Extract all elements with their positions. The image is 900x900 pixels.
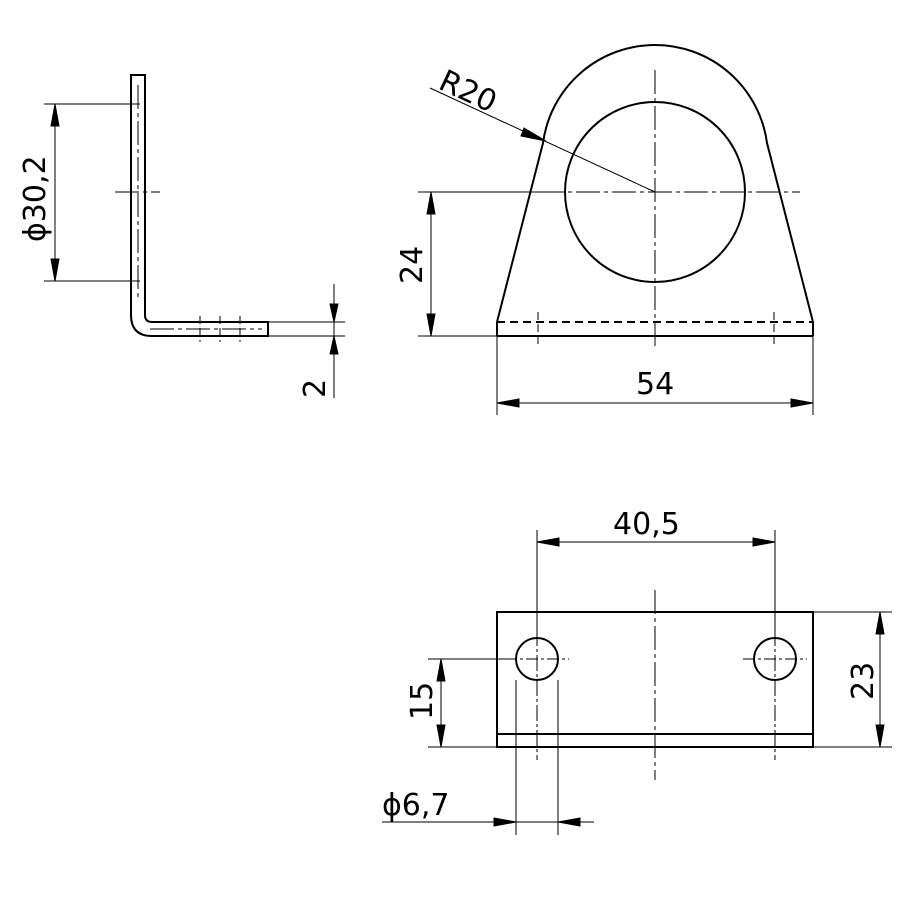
dimension-thickness-2 bbox=[268, 284, 345, 398]
dimension-height-24 bbox=[418, 191, 560, 337]
dimension-height-15 bbox=[428, 658, 515, 748]
label-radius-20: R20 bbox=[434, 64, 502, 121]
dimension-height-23 bbox=[813, 611, 892, 748]
label-width-54: 54 bbox=[636, 367, 674, 402]
side-view bbox=[115, 74, 269, 342]
label-diameter-30-2: ϕ30,2 bbox=[18, 155, 53, 242]
top-view bbox=[496, 590, 814, 780]
front-view bbox=[496, 44, 814, 350]
front-view-outline bbox=[496, 44, 814, 323]
label-height-24: 24 bbox=[395, 246, 430, 284]
label-height-15: 15 bbox=[405, 682, 440, 720]
dimension-diameter-30-2 bbox=[44, 103, 140, 282]
label-height-23: 23 bbox=[846, 662, 881, 700]
label-spacing-40-5: 40,5 bbox=[613, 507, 680, 542]
dimension-spacing-40-5 bbox=[536, 530, 776, 640]
dimension-width-54 bbox=[496, 336, 814, 415]
dimension-radius-20 bbox=[429, 87, 656, 193]
dimension-hole-diameter-6-7 bbox=[382, 680, 594, 835]
label-hole-diameter-6-7: ϕ6,7 bbox=[382, 788, 450, 823]
label-thickness-2: 2 bbox=[298, 379, 333, 398]
side-view-outline bbox=[130, 74, 269, 337]
